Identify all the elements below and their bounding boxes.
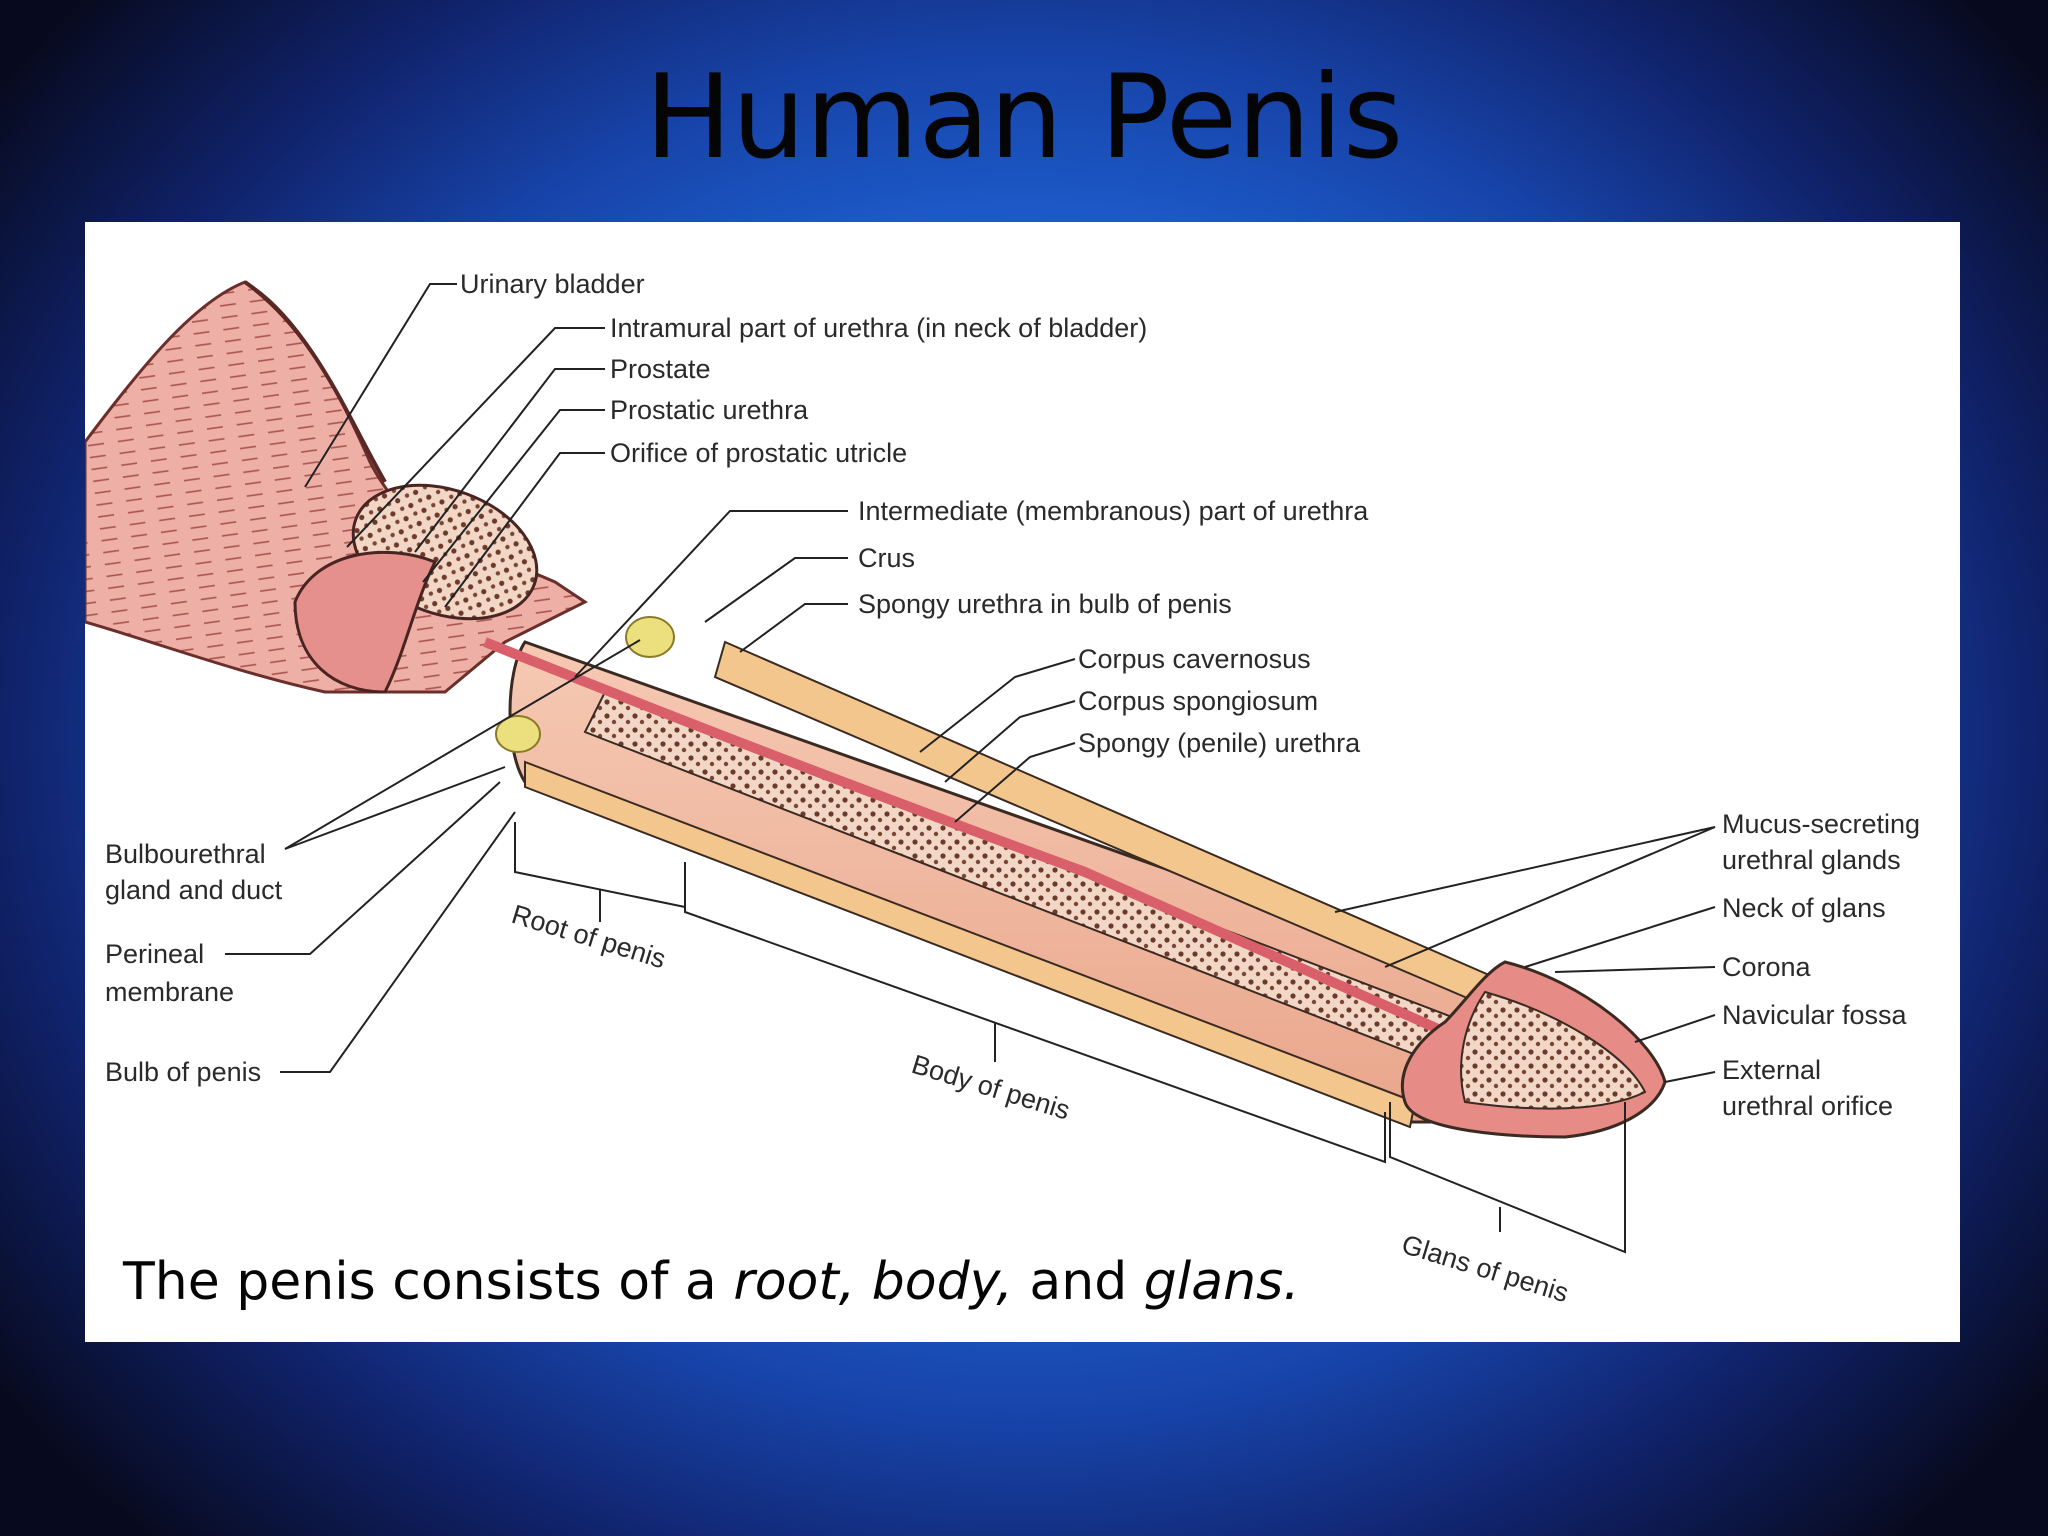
- label-external-orifice-line2: urethral orifice: [1722, 1091, 1893, 1121]
- caption-text-1: The penis consists of a: [123, 1252, 734, 1312]
- label-external-orifice-line1: External: [1722, 1055, 1821, 1085]
- glans-shape: [1400, 960, 1667, 1139]
- label-orifice-prostatic-utricle: Orifice of prostatic utricle: [610, 438, 907, 468]
- label-bulb-of-penis: Bulb of penis: [105, 1057, 261, 1087]
- leader-lines: [225, 283, 1716, 1083]
- label-perineal-line1: Perineal: [105, 939, 204, 969]
- label-neck-of-glans: Neck of glans: [1722, 893, 1886, 923]
- caption-text-3: and: [1012, 1252, 1144, 1312]
- label-intramural-urethra: Intramural part of urethra (in neck of b…: [610, 313, 1147, 343]
- caption-glans: glans.: [1143, 1252, 1300, 1312]
- slide-title: Human Penis: [644, 50, 1404, 185]
- bulbourethral-gland-shapes: [495, 616, 675, 753]
- label-crus: Crus: [858, 543, 915, 573]
- caption-root: root,: [733, 1252, 856, 1312]
- label-prostatic-urethra: Prostatic urethra: [610, 395, 809, 425]
- caption: The penis consists of a root, body, and …: [123, 1252, 1300, 1312]
- label-spongy-penile-urethra: Spongy (penile) urethra: [1078, 728, 1361, 758]
- diagram-panel: Urinary bladder Intramural part of ureth…: [85, 222, 1960, 1342]
- label-mucus-glands-line1: Mucus-secreting: [1722, 809, 1920, 839]
- label-bulbourethral-line2: gland and duct: [105, 875, 283, 905]
- label-corona: Corona: [1722, 952, 1812, 982]
- label-glans-of-penis: Glans of penis: [1398, 1229, 1572, 1308]
- region-brackets: [514, 822, 1626, 1254]
- label-bulbourethral-line1: Bulbourethral: [105, 839, 266, 869]
- label-intermediate-urethra: Intermediate (membranous) part of urethr…: [858, 496, 1369, 526]
- caption-body: body,: [871, 1252, 1013, 1312]
- label-perineal-line2: membrane: [105, 977, 234, 1007]
- label-navicular-fossa: Navicular fossa: [1722, 1000, 1908, 1030]
- label-root-of-penis: Root of penis: [508, 899, 669, 974]
- label-spongy-urethra-bulb: Spongy urethra in bulb of penis: [858, 589, 1232, 619]
- caption-text-2: [855, 1252, 872, 1312]
- label-urinary-bladder: Urinary bladder: [460, 269, 645, 299]
- label-corpus-cavernosus: Corpus cavernosus: [1078, 644, 1311, 674]
- label-corpus-spongiosum: Corpus spongiosum: [1078, 686, 1318, 716]
- label-body-of-penis: Body of penis: [908, 1049, 1073, 1126]
- penis-body-shape: [483, 637, 1538, 1129]
- anatomy-illustration: Urinary bladder Intramural part of ureth…: [85, 269, 1920, 1308]
- prostate-shape: [293, 483, 539, 694]
- label-prostate: Prostate: [610, 354, 711, 384]
- label-mucus-glands-line2: urethral glands: [1722, 845, 1901, 875]
